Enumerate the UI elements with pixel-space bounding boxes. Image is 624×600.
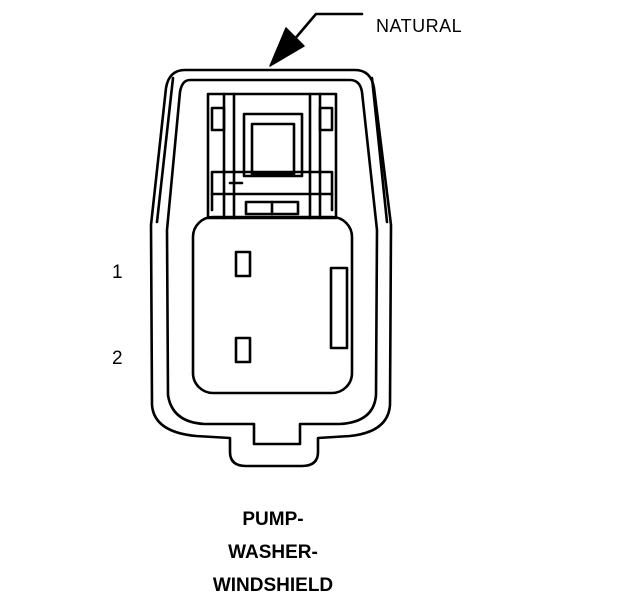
pin-cavity-2 (234, 336, 252, 364)
pin-label-1: 1 (112, 262, 123, 283)
latch-crossbar (210, 170, 334, 196)
housing-rib-left (155, 76, 175, 224)
connector-housing-outer (149, 68, 393, 468)
callout-arrowhead (269, 27, 305, 67)
latch-frame (206, 92, 338, 220)
callout-label: NATURAL (376, 16, 463, 36)
connector-name-line-1: PUMP- (242, 509, 304, 530)
connector-housing-inner (165, 78, 379, 446)
housing-rib-right (370, 76, 389, 224)
latch-notch-right (318, 106, 334, 132)
latch-notch-left (210, 106, 226, 132)
pin-cavity-1 (234, 250, 252, 278)
terminal-face (191, 215, 354, 395)
keying-rib (329, 266, 349, 350)
pin-label-2: 2 (112, 348, 123, 369)
connector-name-line-2: WASHER- (228, 542, 318, 563)
connector-name-line-3: WINDSHIELD (212, 575, 334, 596)
latch-window-inner (250, 122, 296, 176)
latch-window-outer (242, 112, 304, 178)
